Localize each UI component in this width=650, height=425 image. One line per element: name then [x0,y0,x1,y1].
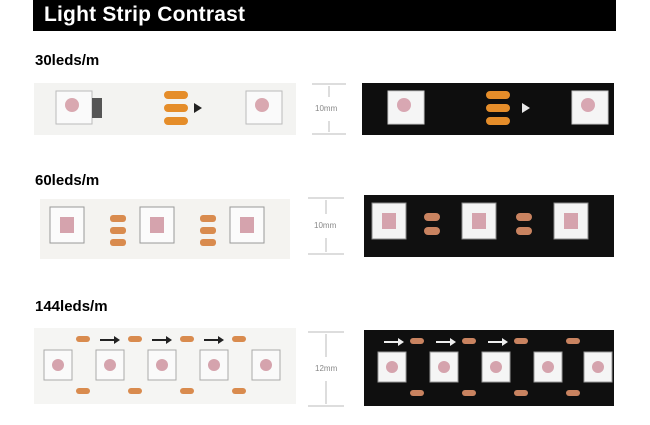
led-chip [553,202,589,240]
led-chip [147,349,177,381]
strip-black-60 [364,195,614,257]
led-chip [571,90,609,125]
led-chip [95,349,125,381]
solder-pads [486,91,510,125]
row-label-144: 144leds/m [35,298,108,315]
width-dimension-60: 10mm [305,197,347,255]
copper-pads [410,338,580,396]
width-label: 10mm [315,104,338,113]
led-chip [429,351,459,383]
width-dimension-30: 10mm [309,83,349,135]
strip-white-30 [34,83,296,135]
copper-pads [110,215,126,246]
direction-arrow-icon [384,338,508,346]
strip-black-30 [362,83,614,135]
led-chip [461,202,497,240]
copper-pads [516,213,532,235]
led-chip [139,206,175,244]
led-chip [481,351,511,383]
strip-black-144 [364,330,614,406]
width-dimension-144: 12mm [305,331,347,407]
led-chip [387,90,425,125]
page-title: Light Strip Contrast [44,3,246,26]
title-banner: Light Strip Contrast [33,0,616,31]
strip-white-60 [40,199,290,259]
width-label: 12mm [315,364,338,373]
led-chip [43,349,73,381]
led-chip [583,351,613,383]
direction-arrow-icon [100,336,224,344]
led-chip [533,351,563,383]
strip-white-144 [34,328,296,404]
led-chip [251,349,281,381]
led-chip [245,90,283,125]
led-chip [229,206,265,244]
width-label: 10mm [314,221,337,230]
led-chip [371,202,407,240]
led-chip [55,90,93,125]
copper-pads [76,336,246,394]
copper-pads [424,213,440,235]
solder-pads [164,91,188,125]
led-chip [377,351,407,383]
row-label-60: 60leds/m [35,172,100,189]
led-chip [199,349,229,381]
led-chip [49,206,85,244]
copper-pads [200,215,216,246]
row-label-30: 30leds/m [35,52,100,69]
